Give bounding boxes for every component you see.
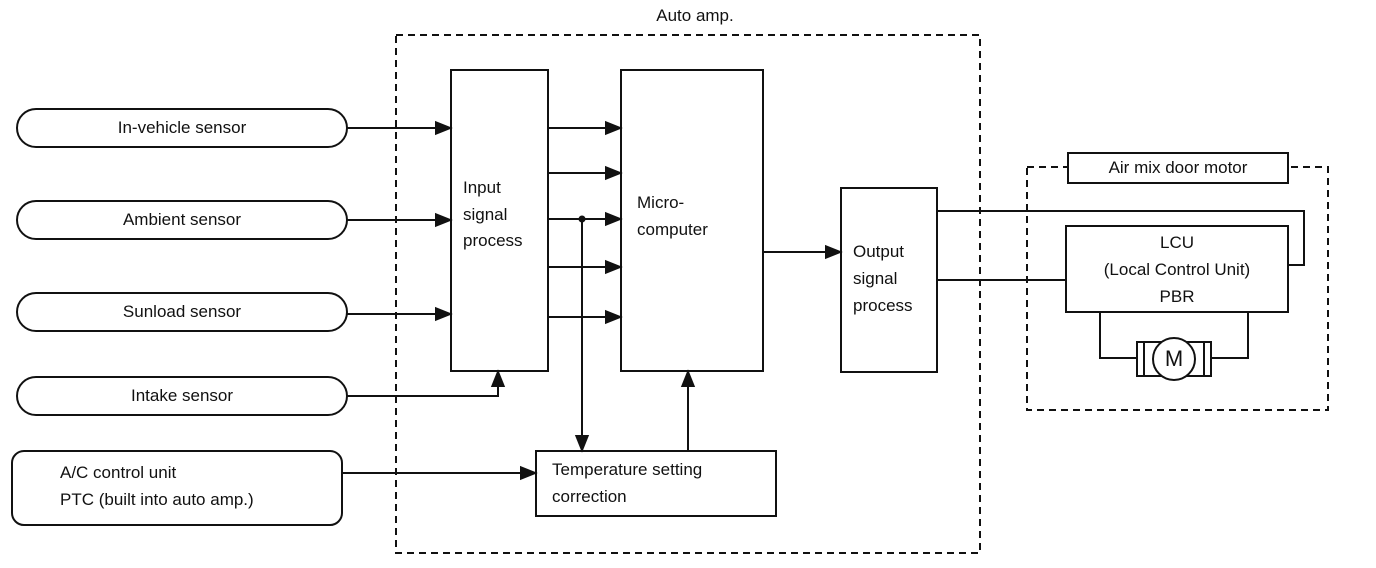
ac-control-unit-box [11, 450, 343, 526]
ac-control-unit-label: A/C control unit [60, 463, 177, 482]
output-block-label-2: signal [853, 269, 898, 288]
micro-block-label-2: computer [637, 220, 708, 239]
motor-symbol-label: M [1164, 346, 1184, 371]
ambient-sensor-label: Ambient sensor [122, 210, 242, 229]
ptc-label: PTC (built into auto amp.) [60, 490, 254, 509]
lcu-label-2: (Local Control Unit) [1103, 260, 1251, 279]
motor-circle [1152, 337, 1196, 381]
output-block-label-3: process [853, 296, 913, 315]
temp-block-label-1: Temperature setting [552, 460, 703, 479]
branch-junction-dot [578, 215, 586, 223]
intake-sensor-label: Intake sensor [130, 386, 234, 405]
auto-amp-boundary [395, 34, 981, 554]
sunload-sensor-box [16, 292, 348, 332]
input-block-label-1: Input [463, 178, 501, 197]
output-block-label-1: Output [853, 242, 905, 261]
lcu-label-1: LCU [1159, 233, 1194, 252]
sunload-sensor-label: Sunload sensor [122, 302, 242, 321]
input-block-label-3: process [463, 231, 523, 250]
input-block-label-2: signal [463, 205, 508, 224]
lcu-label-3: PBR [1159, 287, 1195, 306]
air-mix-motor-title: Air mix door motor [1108, 158, 1248, 177]
lcu-box [1065, 225, 1289, 313]
micro-block-label-1: Micro- [637, 193, 685, 212]
auto-amp-title: Auto amp. [656, 6, 734, 25]
temperature-correction-box [535, 450, 777, 517]
in-vehicle-sensor-label: In-vehicle sensor [117, 118, 247, 137]
temp-block-label-2: correction [552, 487, 627, 506]
